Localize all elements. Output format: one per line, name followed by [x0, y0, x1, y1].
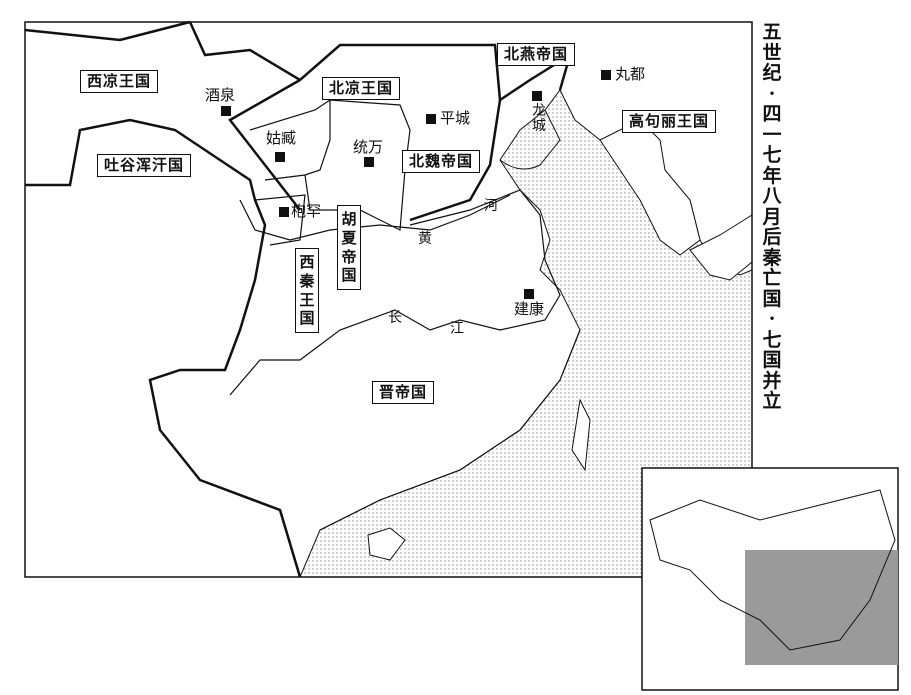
border-tuyuhun — [25, 118, 302, 578]
city-guzang: 姑臧 — [266, 129, 297, 147]
korea-peninsula — [599, 119, 701, 256]
border-north — [188, 21, 573, 103]
city-longcheng: 龙城 — [532, 103, 546, 135]
label-beiliang: 北凉王国 — [322, 77, 401, 100]
city-fuhan: 枹罕 — [291, 202, 322, 220]
city-jiuquan: 酒泉 — [205, 86, 236, 104]
city-marker — [601, 70, 611, 80]
coastline-china — [229, 189, 561, 396]
map-frame — [24, 21, 753, 578]
label-xiliang: 西凉王国 — [80, 70, 159, 93]
label-huxia: 胡夏帝国 — [337, 205, 361, 290]
river-label-he: 河 — [484, 198, 498, 214]
city-wandu: 丸都 — [615, 65, 646, 83]
river-label-chang: 长 — [388, 310, 402, 326]
border-xiliang — [24, 20, 301, 211]
city-jiankang: 建康 — [514, 300, 545, 318]
city-marker — [532, 91, 542, 101]
bohai-coast — [499, 109, 561, 170]
label-xiqin: 西秦王国 — [295, 248, 319, 333]
label-beiwei: 北魏帝国 — [402, 150, 481, 173]
city-marker — [426, 114, 436, 124]
inset-coastline — [649, 489, 896, 651]
city-tongwan: 统万 — [353, 138, 384, 156]
border-xiqin — [254, 194, 306, 246]
inset-highlight — [745, 550, 898, 665]
label-gaogouli: 高句丽王国 — [622, 110, 717, 133]
map-title: 五世纪·四一七年八月 后秦亡国·七国并立 — [762, 21, 782, 412]
city-marker — [221, 106, 231, 116]
taiwan — [571, 398, 591, 472]
hainan — [367, 527, 406, 561]
city-marker — [364, 157, 374, 167]
border-beiwei — [409, 99, 502, 222]
river-label-huang: 黄 — [418, 231, 432, 247]
label-tuyuhun: 吐谷浑汗国 — [97, 154, 192, 177]
city-marker — [275, 152, 285, 162]
city-marker — [279, 207, 289, 217]
coastline-south — [319, 329, 581, 531]
label-jin: 晋帝国 — [372, 381, 435, 404]
border-huxia — [304, 99, 411, 231]
river-label-jiang: 江 — [450, 321, 464, 337]
city-marker — [524, 289, 534, 299]
label-beiyan: 北燕帝国 — [497, 43, 576, 66]
city-pingcheng: 平城 — [440, 109, 471, 127]
